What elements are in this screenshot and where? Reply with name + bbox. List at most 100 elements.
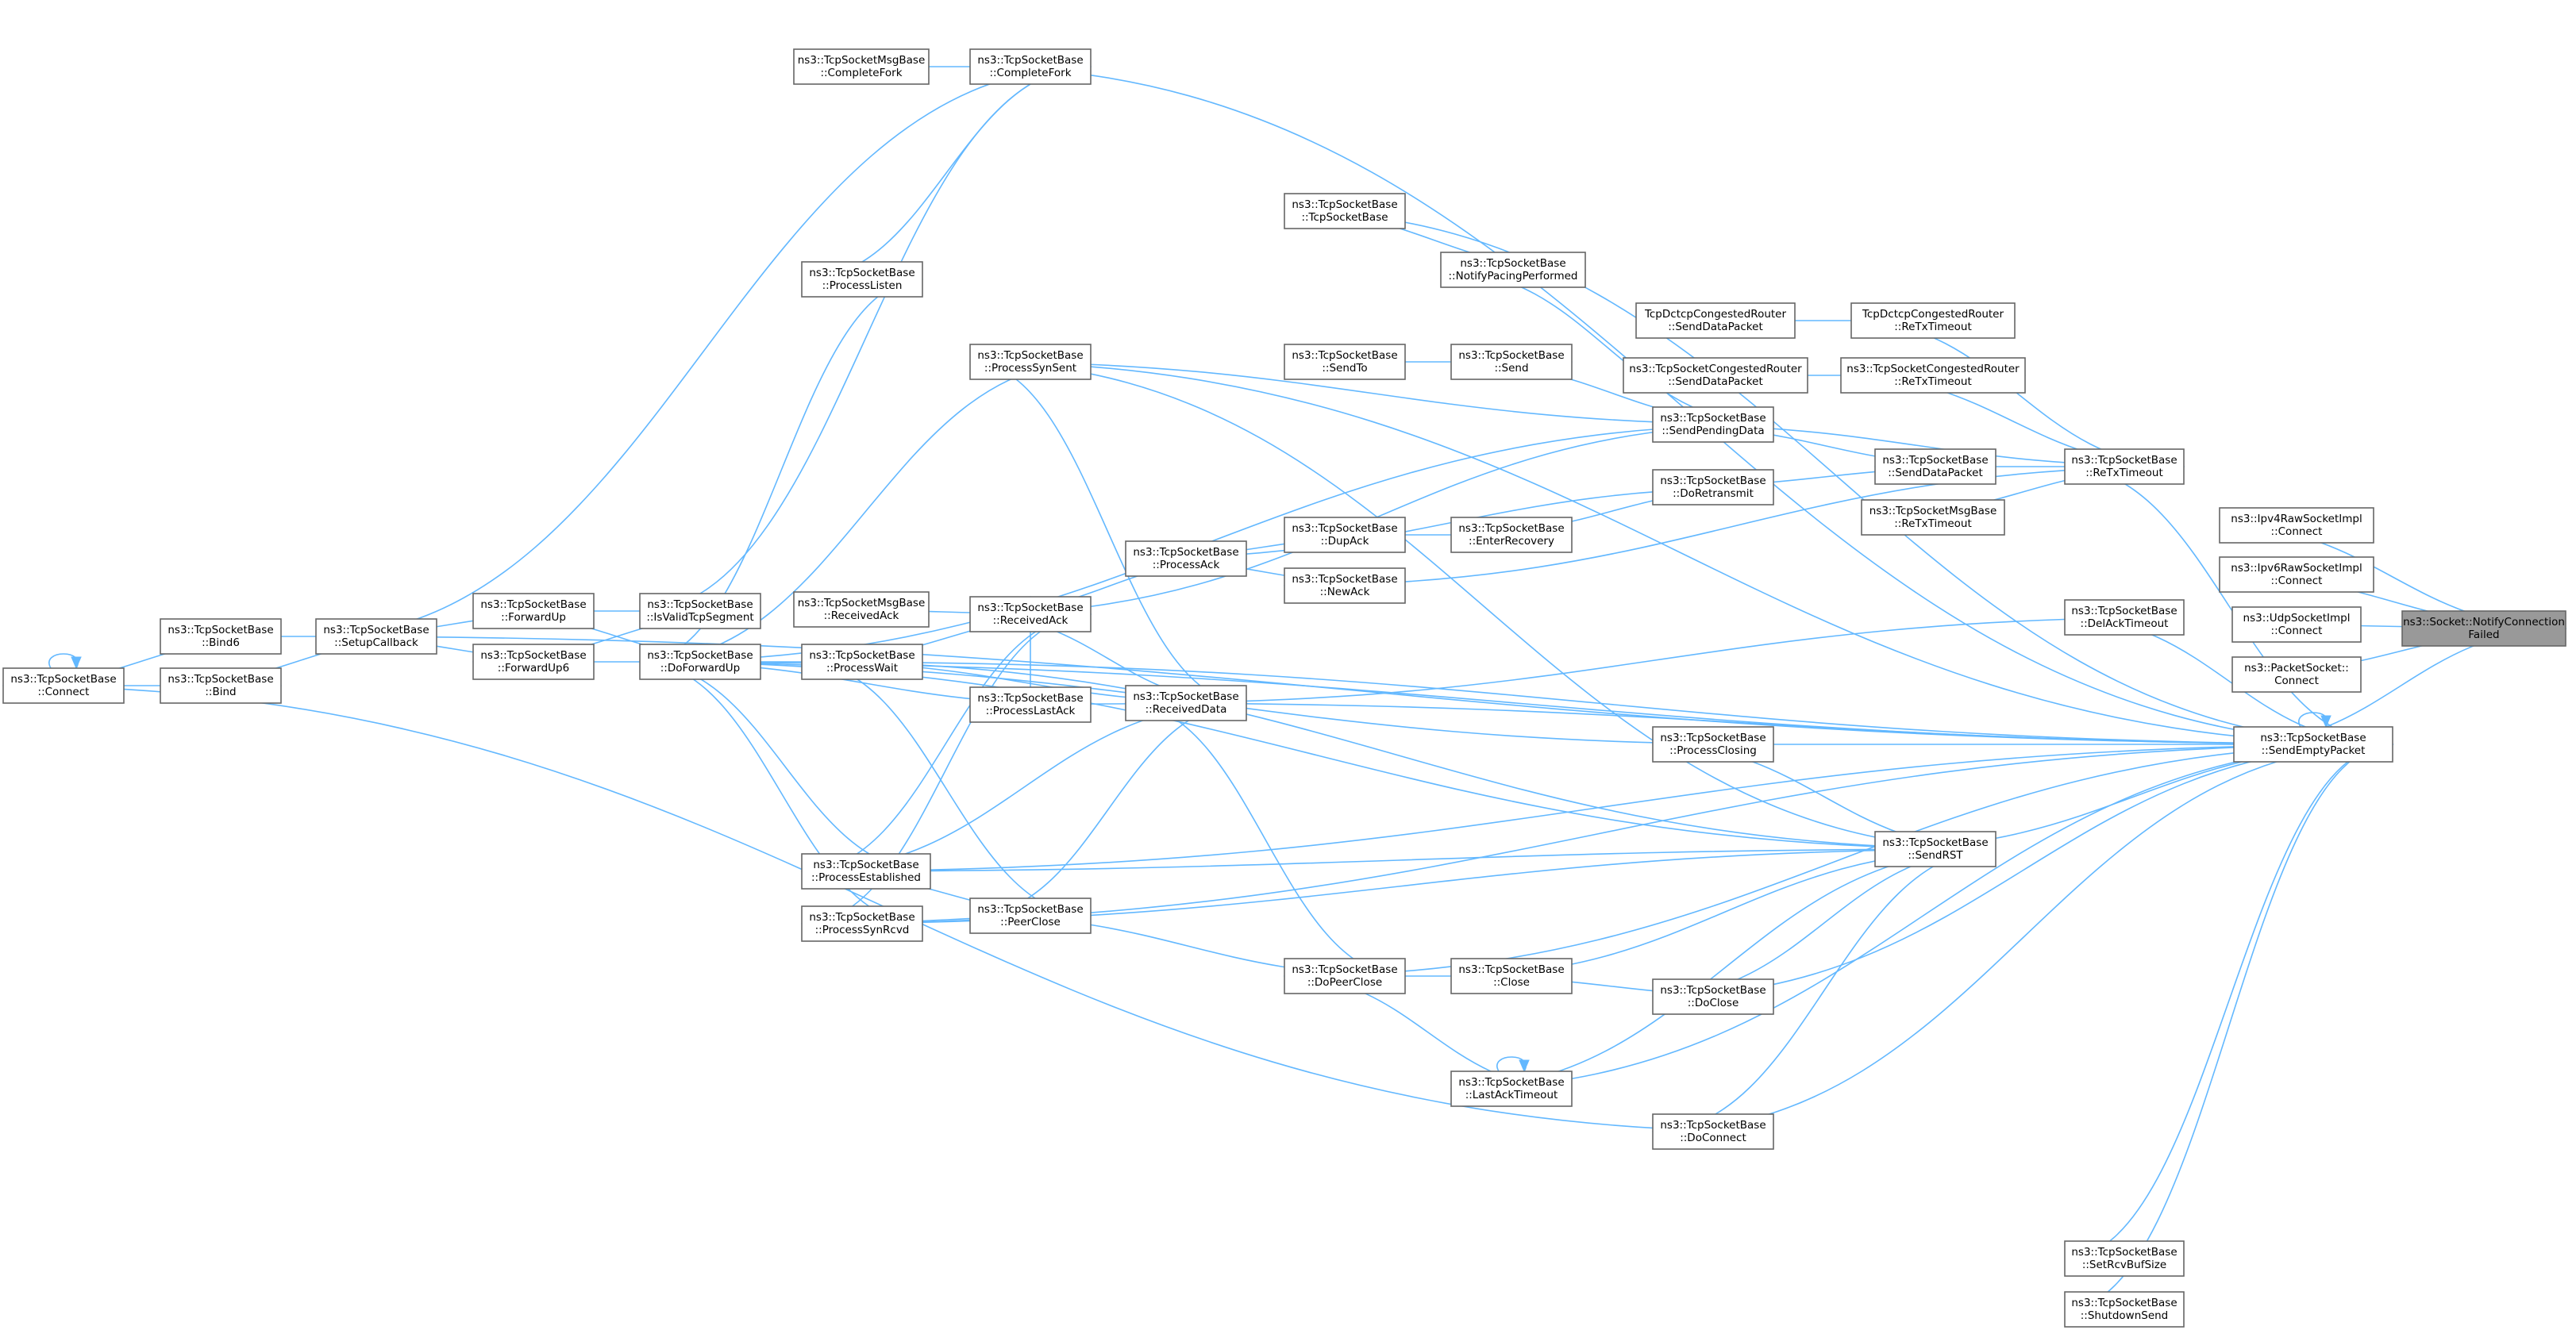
- node-ipv4raw[interactable]: ns3::Ipv4RawSocketImpl::Connect: [2219, 507, 2374, 544]
- edge-line: [969, 361, 1774, 425]
- node-sendrst[interactable]: ns3::TcpSocketBase::SendRST: [1874, 831, 1996, 867]
- edge-line: [969, 361, 1247, 704]
- node-label-line: ::SendEmptyPacket: [2262, 744, 2366, 757]
- node-label-line: ::ReceivedAck: [824, 609, 899, 622]
- node-congsdp[interactable]: ns3::TcpSocketCongestedRouter::SendDataP…: [1623, 357, 1808, 394]
- edge-line: [1652, 744, 2393, 998]
- node-label-line: ::SendDataPacket: [1668, 375, 1763, 388]
- edge-setupcallback-to-sendempty: [315, 636, 2394, 750]
- node-close[interactable]: ns3::TcpSocketBase::Close: [1450, 958, 1573, 994]
- node-processsynsent[interactable]: ns3::TcpSocketBase::ProcessSynSent: [969, 344, 1092, 380]
- node-label-line: ::DoPeerClose: [1307, 976, 1382, 989]
- edge-line: [315, 66, 1092, 637]
- node-send[interactable]: ns3::TcpSocketBase::Send: [1450, 344, 1573, 380]
- node-label-line: ::ProcessEstablished: [811, 871, 921, 884]
- node-packet[interactable]: ns3::PacketSocket::Connect: [2231, 656, 2362, 693]
- node-ctor[interactable]: ns3::TcpSocketBase::TcpSocketBase: [1284, 193, 1406, 229]
- node-connect[interactable]: ns3::TcpSocketBase::Connect: [2, 667, 125, 704]
- node-doretransmit[interactable]: ns3::TcpSocketBase::DoRetransmit: [1652, 469, 1774, 505]
- node-processclosing[interactable]: ns3::TcpSocketBase::ProcessClosing: [1652, 726, 1774, 763]
- node-box: [1874, 831, 1996, 867]
- node-processsynrcvd[interactable]: ns3::TcpSocketBase::ProcessSynRcvd: [801, 905, 923, 942]
- node-box: [1450, 1071, 1573, 1107]
- node-doconnect[interactable]: ns3::TcpSocketBase::DoConnect: [1652, 1113, 1774, 1150]
- node-box: [793, 48, 930, 85]
- node-msgreceivedack[interactable]: ns3::TcpSocketMsgBase::ReceivedAck: [793, 591, 930, 628]
- edge-sendrst-to-processestablished: [800, 848, 1996, 877]
- node-lastacktimeout[interactable]: ns3::TcpSocketBase::LastAckTimeout: [1450, 1071, 1573, 1107]
- node-processlastack[interactable]: ns3::TcpSocketBase::ProcessLastAck: [969, 686, 1092, 723]
- node-label-line: ns3::TcpSocketBase: [2071, 605, 2177, 617]
- node-setupcallback[interactable]: ns3::TcpSocketBase::SetupCallback: [315, 618, 437, 655]
- node-label-line: ::ForwardUp6: [498, 662, 569, 675]
- node-label-line: ::CompleteFork: [820, 67, 902, 79]
- node-sendto[interactable]: ns3::TcpSocketBase::SendTo: [1284, 344, 1406, 380]
- node-retx[interactable]: ns3::TcpSocketBase::ReTxTimeout: [2064, 448, 2185, 485]
- node-box: [472, 593, 595, 629]
- node-udp[interactable]: ns3::UdpSocketImpl::Connect: [2231, 606, 2362, 643]
- node-sendpending[interactable]: ns3::TcpSocketBase::SendPendingData: [1652, 406, 1774, 443]
- node-dupack[interactable]: ns3::TcpSocketBase::DupAck: [1284, 517, 1406, 553]
- node-label-line: ::TcpSocketBase: [1301, 211, 1388, 224]
- nodes-layer: ns3::Socket::NotifyConnectionFailedns3::…: [2, 48, 2566, 1328]
- node-dopeerclose[interactable]: ns3::TcpSocketBase::DoPeerClose: [1284, 958, 1406, 994]
- node-label-line: ns3::TcpSocketBase: [813, 859, 918, 871]
- node-processlisten[interactable]: ns3::TcpSocketBase::ProcessListen: [801, 261, 923, 298]
- edge-line: [1284, 744, 2393, 977]
- node-label-line: ns3::TcpSocketBase: [10, 673, 116, 686]
- node-processwait[interactable]: ns3::TcpSocketBase::ProcessWait: [801, 644, 923, 680]
- edge-line: [639, 66, 1092, 612]
- node-shutdown[interactable]: ns3::TcpSocketBase::ShutdownSend: [2064, 1291, 2185, 1328]
- node-processack[interactable]: ns3::TcpSocketBase::ProcessAck: [1125, 540, 1247, 577]
- edge-line: [969, 66, 2393, 745]
- node-box: [2219, 556, 2374, 593]
- node-box: [1652, 1113, 1774, 1150]
- node-box: [1284, 567, 1406, 604]
- node-doforwardup[interactable]: ns3::TcpSocketBase::DoForwardUp: [639, 644, 761, 680]
- node-label-line: ::Send: [1494, 362, 1528, 375]
- node-label-line: ::ShutdownSend: [2081, 1309, 2169, 1322]
- node-ipv6raw[interactable]: ns3::Ipv6RawSocketImpl::Connect: [2219, 556, 2374, 593]
- node-label-line: Failed: [2468, 628, 2499, 641]
- node-forwardup6[interactable]: ns3::TcpSocketBase::ForwardUp6: [472, 644, 595, 680]
- node-msgcompletefork[interactable]: ns3::TcpSocketMsgBase::CompleteFork: [793, 48, 930, 85]
- node-msgretx[interactable]: ns3::TcpSocketMsgBase::ReTxTimeout: [1861, 499, 2005, 536]
- node-enterrecovery[interactable]: ns3::TcpSocketBase::EnterRecovery: [1450, 517, 1573, 553]
- node-bind6[interactable]: ns3::TcpSocketBase::Bind6: [160, 618, 282, 655]
- node-label-line: ns3::TcpSocketBase: [1882, 836, 1988, 849]
- node-bind[interactable]: ns3::TcpSocketBase::Bind: [160, 667, 282, 704]
- node-doclose[interactable]: ns3::TcpSocketBase::DoClose: [1652, 978, 1774, 1015]
- node-label-line: ns3::TcpSocketBase: [1660, 475, 1765, 487]
- edge-connect-to-connect: [48, 653, 82, 670]
- node-delack[interactable]: ns3::TcpSocketBase::DelAckTimeout: [2064, 599, 2185, 636]
- node-peerclose[interactable]: ns3::TcpSocketBase::PeerClose: [969, 898, 1092, 934]
- node-processestablished[interactable]: ns3::TcpSocketBase::ProcessEstablished: [801, 853, 931, 890]
- node-congretx[interactable]: ns3::TcpSocketCongestedRouter::ReTxTimeo…: [1840, 357, 2026, 394]
- node-box: [2064, 599, 2185, 636]
- node-sendempty[interactable]: ns3::TcpSocketBase::SendEmptyPacket: [2233, 726, 2393, 763]
- node-dctcpretx[interactable]: TcpDctcpCongestedRouter::ReTxTimeout: [1850, 302, 2016, 339]
- node-completefork[interactable]: ns3::TcpSocketBase::CompleteFork: [969, 48, 1092, 85]
- edge-lastacktimeout-to-sendempty: [1450, 739, 2394, 1090]
- node-setrcv[interactable]: ns3::TcpSocketBase::SetRcvBufSize: [2064, 1240, 2185, 1277]
- node-notifypacing[interactable]: ns3::TcpSocketBase::NotifyPacingPerforme…: [1440, 252, 1586, 288]
- node-label-line: ::DoForwardUp: [660, 662, 741, 675]
- node-receiveddata[interactable]: ns3::TcpSocketBase::ReceivedData: [1125, 685, 1247, 721]
- node-isvalid[interactable]: ns3::TcpSocketBase::IsValidTcpSegment: [639, 593, 761, 629]
- edge-line: [1284, 466, 2185, 586]
- node-label-line: ns3::Ipv6RawSocketImpl: [2231, 562, 2362, 575]
- node-label-line: ns3::TcpSocketBase: [1133, 546, 1238, 559]
- node-label-line: ::ProcessAck: [1153, 559, 1220, 571]
- node-label-line: Connect: [2274, 675, 2319, 687]
- node-label-line: ::LastAckTimeout: [1465, 1089, 1558, 1101]
- node-senddatapkt[interactable]: ns3::TcpSocketBase::SendDataPacket: [1874, 448, 1996, 485]
- node-dctcpsdp[interactable]: TcpDctcpCongestedRouter::SendDataPacket: [1635, 302, 1796, 339]
- node-forwardup[interactable]: ns3::TcpSocketBase::ForwardUp: [472, 593, 595, 629]
- edge-line: [1125, 617, 2185, 704]
- node-newack[interactable]: ns3::TcpSocketBase::NewAck: [1284, 567, 1406, 604]
- node-box: [1652, 406, 1774, 443]
- node-label-line: ns3::TcpSocketBase: [977, 903, 1083, 916]
- node-receivedack[interactable]: ns3::TcpSocketBase::ReceivedAck: [969, 596, 1092, 632]
